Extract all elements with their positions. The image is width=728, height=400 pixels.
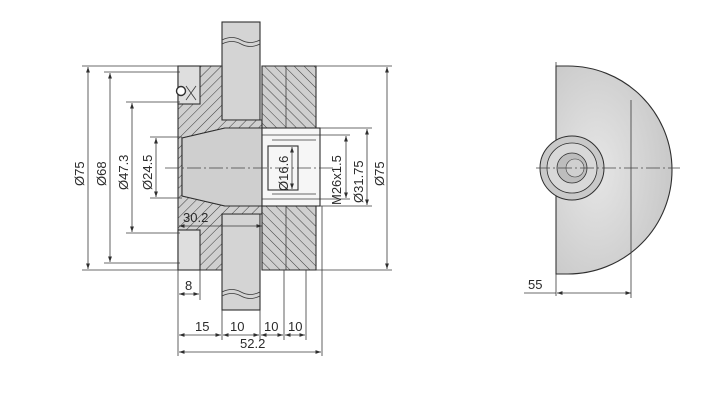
dim-d24-5: Ø24.5 — [140, 155, 155, 190]
dim-55: 55 — [528, 277, 542, 292]
dim-thread: M26x1.5 — [329, 155, 344, 205]
dim-d75-right: Ø75 — [372, 161, 387, 186]
side-view: 55 — [524, 62, 680, 298]
o-ring — [175, 85, 187, 97]
dim-d31-75: Ø31.75 — [351, 160, 366, 203]
shaft-top — [221, 21, 261, 121]
dim-d47-3: Ø47.3 — [116, 155, 131, 190]
dim-30-2: 30.2 — [183, 210, 208, 225]
dim-10-c: 10 — [288, 319, 302, 334]
length-dimensions: 8 15 10 10 10 52.2 — [177, 206, 323, 356]
side-profile — [555, 65, 673, 275]
dim-15: 15 — [195, 319, 209, 334]
left-diameter-dimensions: Ø75 Ø68 Ø47.3 Ø24.5 30.2 — [72, 65, 262, 271]
dim-10-b: 10 — [264, 319, 278, 334]
tapered-bore — [181, 127, 263, 207]
dim-d75-left: Ø75 — [72, 161, 87, 186]
dim-10-a: 10 — [230, 319, 244, 334]
section-view — [165, 21, 335, 311]
dim-52-2: 52.2 — [240, 336, 265, 351]
right-diameter-dimensions: Ø16.6 M26x1.5 Ø31.75 Ø75 — [276, 65, 392, 271]
dim-d68: Ø68 — [94, 161, 109, 186]
bottom-recess — [177, 229, 201, 271]
dim-d16-6: Ø16.6 — [276, 156, 291, 191]
top-recess — [177, 65, 201, 105]
dim-8: 8 — [185, 278, 192, 293]
